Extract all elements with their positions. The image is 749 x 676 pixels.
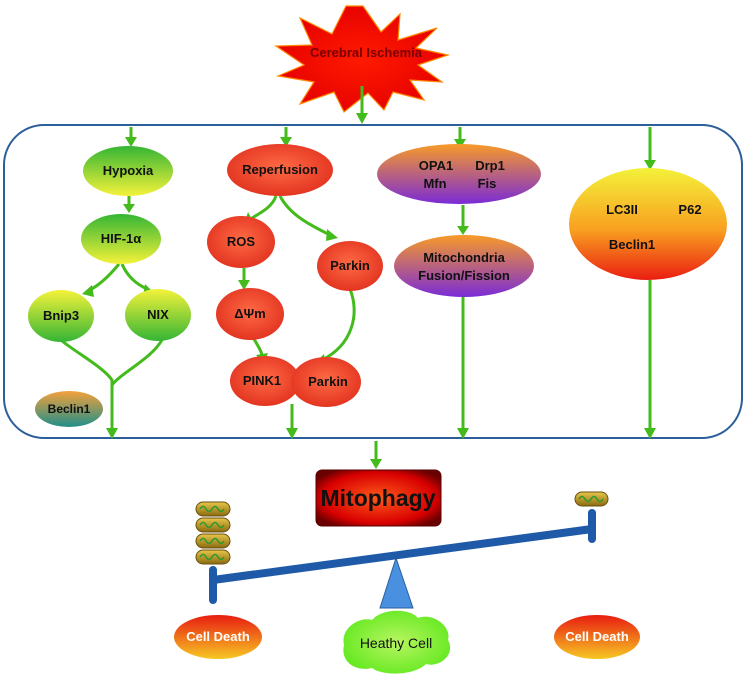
markers-pathway: LC3II P62 Beclin1 xyxy=(569,168,727,280)
nix-label: NIX xyxy=(147,307,169,322)
arrow-bnip3-merge xyxy=(61,339,114,430)
parkin-bottom-node xyxy=(291,357,361,407)
hypoxia-pathway: Hypoxia HIF-1α Bnip3 NIX Beclin1 xyxy=(28,146,191,427)
arrow-parkin-down xyxy=(321,288,356,362)
ros-label: ROS xyxy=(227,234,256,249)
mitophagy-box xyxy=(315,469,442,527)
mitochondrion-icon xyxy=(195,533,231,549)
ischemia-burst-icon xyxy=(274,5,451,113)
arrow-nix-merge xyxy=(110,339,164,386)
p62-label: P62 xyxy=(678,202,701,217)
balance-scale xyxy=(209,509,596,609)
mitochondrion-icon xyxy=(195,549,231,565)
fusion-fission-node xyxy=(394,235,534,297)
left-cell-death-node xyxy=(174,615,262,659)
hypoxia-label: Hypoxia xyxy=(103,163,154,178)
healthy-cell-label: Heathy Cell xyxy=(360,635,432,651)
markers-beclin1-label: Beclin1 xyxy=(609,237,655,252)
hif-label: HIF-1α xyxy=(101,231,142,246)
fusion-line1-label: Mitochondria xyxy=(423,250,505,265)
arrow-hif-bnip3 xyxy=(87,263,121,293)
beclin1-label: Beclin1 xyxy=(48,402,91,416)
bnip3-label: Bnip3 xyxy=(43,308,79,323)
pathway-panel xyxy=(3,124,743,439)
right-cell-death-node xyxy=(554,615,640,659)
ros-node xyxy=(207,216,275,268)
hif-node xyxy=(81,214,161,264)
mitochondrion-icon xyxy=(574,491,609,507)
parkin-top-node xyxy=(317,241,383,291)
mitophagy-label: Mitophagy xyxy=(321,485,436,511)
right-cell-death: Cell Death xyxy=(554,615,640,659)
reperfusion-node xyxy=(227,144,333,196)
hypoxia-node xyxy=(83,146,173,196)
drp1-label: Drp1 xyxy=(475,158,505,173)
fis-label: Fis xyxy=(478,176,497,191)
left-cell-death: Cell Death xyxy=(174,615,262,659)
dynamics-pathway: OPA1 Drp1 Mfn Fis Mitochondria Fusion/Fi… xyxy=(377,144,541,297)
arrow-dpsi-pink1 xyxy=(252,338,264,357)
healthy-cell-node xyxy=(343,610,451,674)
mitochondrion-icon xyxy=(195,501,231,517)
delta-psi-node xyxy=(216,288,284,340)
mitophagy-node: Mitophagy xyxy=(315,469,442,527)
parkin-bottom-label: Parkin xyxy=(308,374,348,389)
mfn-label: Mfn xyxy=(423,176,446,191)
left-mitochondria-stack xyxy=(195,501,231,565)
reperfusion-pathway: Reperfusion ROS ΔΨm Parkin PINK1 Parkin xyxy=(207,144,383,407)
right-cell-death-label: Cell Death xyxy=(565,629,629,644)
pink1-label: PINK1 xyxy=(243,373,281,388)
left-cell-death-label: Cell Death xyxy=(186,629,250,644)
pink1-node xyxy=(230,356,300,406)
markers-node xyxy=(569,168,727,280)
parkin-top-label: Parkin xyxy=(330,258,370,273)
delta-psi-label: ΔΨm xyxy=(234,306,265,321)
cerebral-ischemia-node: Cerebral Ischemia xyxy=(274,5,451,113)
balance-beam xyxy=(209,525,596,584)
nix-node xyxy=(125,289,191,341)
fusion-line2-label: Fusion/Fission xyxy=(418,268,510,283)
fulcrum-icon xyxy=(379,556,414,609)
ischemia-label: Cerebral Ischemia xyxy=(310,45,423,60)
bnip3-node xyxy=(28,290,94,342)
lc3-label: LC3II xyxy=(606,202,638,217)
healthy-cell: Heathy Cell xyxy=(343,610,451,674)
beclin1-node xyxy=(35,391,103,427)
arrow-rep-ros xyxy=(251,195,278,220)
dynamics-proteins-node xyxy=(377,144,541,204)
opa1-label: OPA1 xyxy=(419,158,453,173)
right-mitochondrion xyxy=(574,491,609,507)
reperfusion-label: Reperfusion xyxy=(242,162,318,177)
mitochondrion-icon xyxy=(195,517,231,533)
arrow-rep-parkin xyxy=(278,195,331,237)
